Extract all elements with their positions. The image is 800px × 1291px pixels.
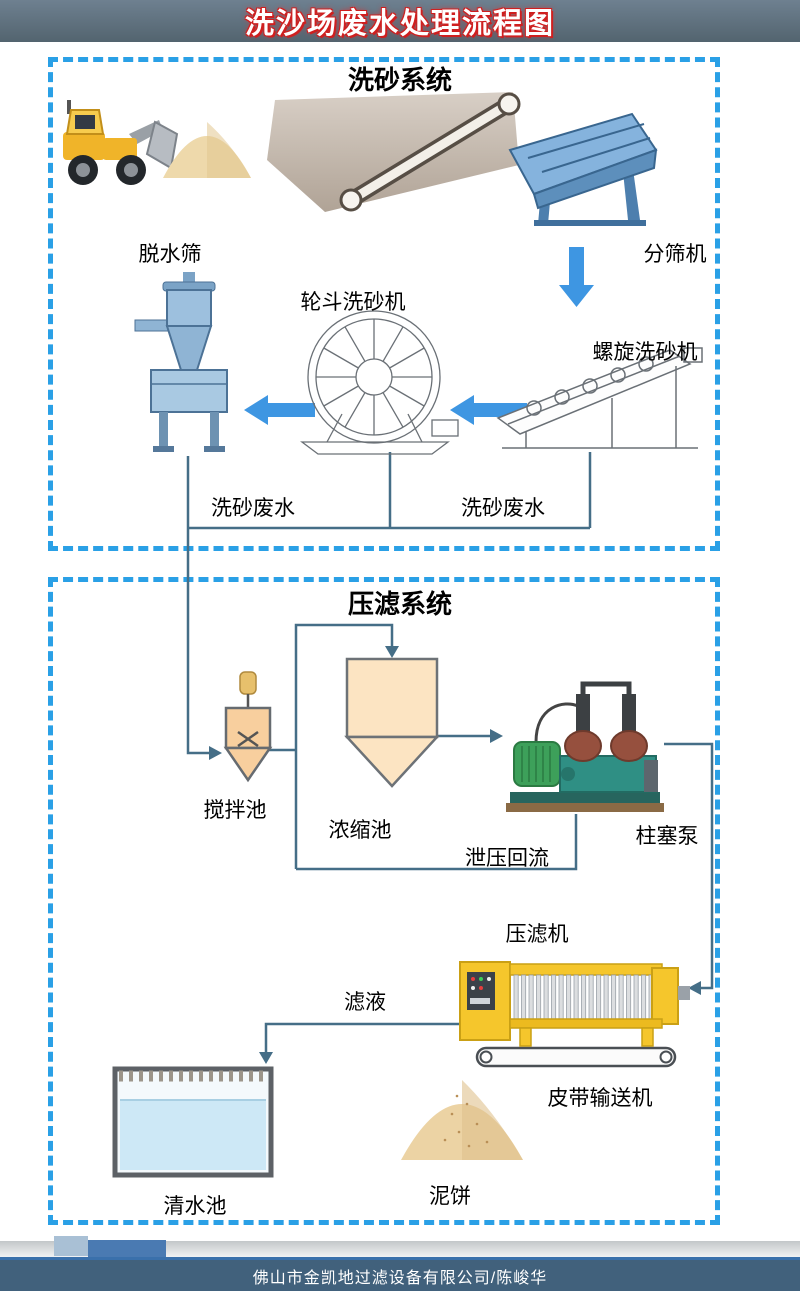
label-filter-press: 压滤机: [505, 923, 569, 946]
label-plunger-pump: 柱塞泵: [635, 825, 699, 848]
label-thickener: 浓缩池: [328, 819, 392, 842]
wash-system-box: [48, 57, 720, 551]
label-filtrate: 滤液: [344, 991, 386, 1014]
thickening-tank-image: [344, 657, 440, 788]
footer-accent-square-light: [54, 1236, 88, 1256]
label-wheel-washer: 轮斗洗砂机: [300, 291, 406, 314]
label-mixing-tank: 搅拌池: [203, 799, 267, 822]
footer-gray-band: [0, 1241, 800, 1257]
page-title: 洗沙场废水处理流程图: [244, 8, 555, 40]
label-dewater-screen: 脱水筛: [138, 243, 202, 266]
page-footer: 佛山市金凯地过滤设备有限公司/陈峻华: [0, 1260, 800, 1291]
belt-conveyor-photo-image: [267, 92, 521, 212]
label-wastewater-right: 洗砂废水: [461, 497, 545, 520]
wheel-loader-image: [63, 100, 179, 185]
press-system-box: [48, 577, 720, 1225]
page-header: 洗沙场废水处理流程图: [0, 0, 800, 42]
screening-machine-image: [508, 112, 658, 226]
mixing-tank-image: [223, 671, 273, 783]
spiral-sand-washer-image: [496, 347, 703, 449]
wash-system-title: 洗砂系统: [347, 65, 452, 95]
mud-cake-pile-image: [401, 1080, 523, 1160]
label-spiral-washer: 螺旋洗砂机: [592, 341, 698, 364]
label-wastewater-left: 洗砂废水: [211, 497, 295, 520]
dewatering-cyclone-image: [134, 272, 228, 452]
clear-water-tank-image: [112, 1066, 274, 1178]
label-clear-water-tank: 清水池: [163, 1195, 227, 1218]
label-screening-machine: 分筛机: [643, 243, 707, 266]
footer-company-text: 佛山市金凯地过滤设备有限公司/陈峻华: [252, 1269, 548, 1287]
filter-press-image: [459, 961, 690, 1068]
wheel-bucket-sand-washer-image: [300, 310, 459, 455]
press-system-title: 压滤系统: [347, 589, 452, 619]
label-belt-conveyor: 皮带输送机: [547, 1087, 653, 1110]
footer-divider-line: [0, 1257, 800, 1260]
plunger-pump-image: [506, 681, 664, 812]
label-mud-cake: 泥饼: [429, 1185, 471, 1208]
label-relief-return: 泄压回流: [465, 847, 549, 870]
sand-pile-image: [163, 122, 251, 178]
